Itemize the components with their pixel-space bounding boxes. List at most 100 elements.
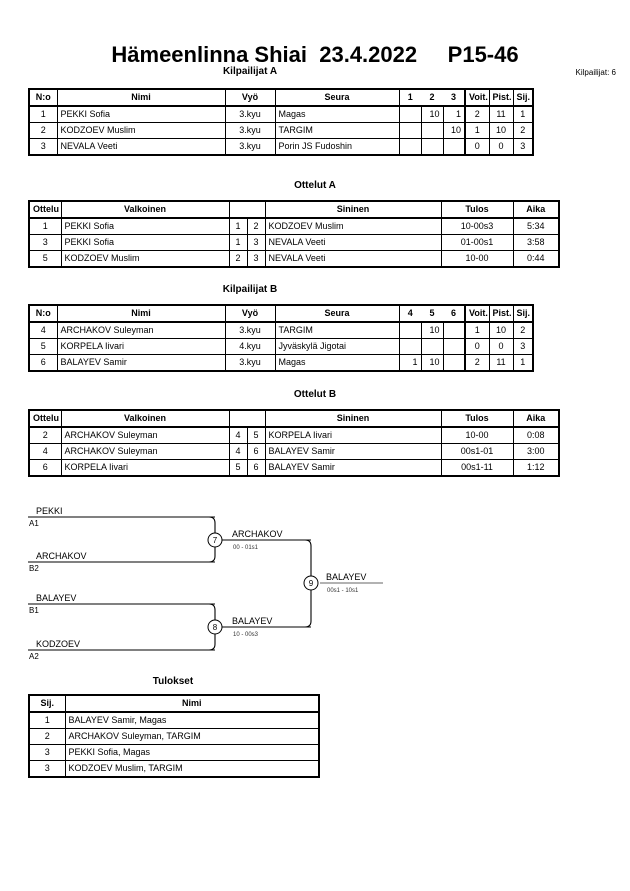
bracket-entry-name: ARCHAKOV (36, 551, 87, 561)
cell-score-5 (420, 338, 444, 355)
cell-match: 4 (28, 443, 62, 460)
cell-name: KODZOEV Muslim, TARGIM (64, 760, 320, 778)
cell-score-3: 1 (442, 105, 466, 123)
col-rank: Sij. (512, 304, 534, 323)
caption-matches-b: Ottelut B (293, 389, 337, 400)
bracket-entry-seed: A2 (29, 652, 39, 661)
caption-pool-a: Kilpailijat A (222, 66, 278, 77)
cell-belt: 3.kyu (224, 321, 276, 339)
cell-time: 0:08 (512, 426, 560, 444)
cell-time: 5:34 (512, 217, 560, 235)
caption-pool-b: Kilpailijat B (222, 284, 278, 295)
col-match-4: 4 (399, 304, 421, 323)
cell-white-no: 1 (228, 217, 248, 235)
cell-white: PEKKI Sofia (60, 217, 230, 235)
cell-no: 1 (28, 105, 58, 123)
cell-club: Magas (274, 354, 400, 372)
cell-match: 5 (28, 250, 62, 268)
cell-rank: 1 (512, 354, 534, 372)
cell-score-5: 10 (420, 321, 444, 339)
cell-white-no: 2 (228, 250, 248, 268)
cell-blue: BALAYEV Samir (264, 459, 442, 477)
table-header-row: Ottelu Valkoinen Sininen Tulos Aika (28, 200, 560, 219)
col-no: N:o (28, 88, 58, 107)
col-result: Tulos (440, 409, 514, 428)
col-white: Valkoinen (60, 200, 230, 219)
col-white-no (229, 200, 247, 219)
table-row: 3 NEVALA Veeti 3.kyu Porin JS Fudoshin 0… (28, 138, 534, 156)
cell-no: 4 (28, 321, 58, 339)
table-row: 1 BALAYEV Samir, Magas (28, 711, 320, 729)
cell-time: 3:00 (512, 443, 560, 460)
cell-score-6 (442, 338, 466, 355)
cell-blue-no: 2 (246, 217, 266, 235)
cell-no: 5 (28, 338, 58, 355)
cell-club: Magas (274, 105, 400, 123)
table-row: 2 ARCHAKOV Suleyman 4 5 KORPELA Iivari 1… (28, 426, 560, 444)
cell-score-4 (398, 338, 422, 355)
cell-white-no: 4 (228, 426, 248, 444)
cell-blue-no: 6 (246, 459, 266, 477)
col-time: Aika (512, 200, 560, 219)
bracket-entry-name: BALAYEV (36, 593, 76, 603)
table-row: 2 KODZOEV Muslim 3.kyu TARGIM 10 1 10 2 (28, 122, 534, 139)
col-no: N:o (28, 304, 58, 323)
cell-white-no: 5 (228, 459, 248, 477)
cell-blue: NEVALA Veeti (264, 250, 442, 268)
cell-white: KORPELA Iivari (60, 459, 230, 477)
cell-result: 00s1-01 (440, 443, 514, 460)
table-header-row: N:o Nimi Vyö Seura 4 5 6 Voit. Pist. Sij… (28, 304, 534, 323)
cell-club: TARGIM (274, 321, 400, 339)
table-pool-b: N:o Nimi Vyö Seura 4 5 6 Voit. Pist. Sij… (28, 304, 534, 372)
cell-match: 1 (28, 217, 62, 235)
table-row: 4 ARCHAKOV Suleyman 4 6 BALAYEV Samir 00… (28, 443, 560, 460)
cell-match: 2 (28, 426, 62, 444)
table-row: 1 PEKKI Sofia 3.kyu Magas 10 1 2 11 1 (28, 105, 534, 123)
cell-blue-no: 3 (246, 234, 266, 251)
competitors-count: Kilpailijat: 6 (575, 68, 616, 77)
col-belt: Vyö (224, 304, 276, 323)
cell-score-4 (398, 321, 422, 339)
cell-wins: 1 (464, 122, 490, 139)
cell-match: 6 (28, 459, 62, 477)
bracket-semifinal-winner: BALAYEV (232, 616, 272, 626)
bracket-semifinal-score: 10 - 00s3 (233, 632, 259, 638)
col-result: Tulos (440, 200, 514, 219)
col-match-2: 2 (421, 88, 443, 107)
col-blue: Sininen (264, 200, 442, 219)
table-row: 3 PEKKI Sofia 1 3 NEVALA Veeti 01-00s1 3… (28, 234, 560, 251)
cell-score-2: 10 (420, 105, 444, 123)
col-blue-no (247, 409, 265, 428)
caption-results: Tulokset (152, 676, 194, 687)
cell-no: 2 (28, 122, 58, 139)
table-header-row: Ottelu Valkoinen Sininen Tulos Aika (28, 409, 560, 428)
caption-matches-a: Ottelut A (294, 180, 336, 191)
cell-rank: 3 (512, 138, 534, 156)
col-blue: Sininen (264, 409, 442, 428)
col-belt: Vyö (224, 88, 276, 107)
cell-score-3: 10 (442, 122, 466, 139)
cell-wins: 0 (464, 338, 490, 355)
cell-rank: 1 (512, 105, 534, 123)
cell-blue-no: 6 (246, 443, 266, 460)
cell-score-6 (442, 321, 466, 339)
bracket-semifinal-winner: ARCHAKOV (232, 529, 283, 539)
cell-name: PEKKI Sofia (56, 105, 226, 123)
bracket-final-winner: BALAYEV (326, 572, 366, 582)
cell-name: BALAYEV Samir (56, 354, 226, 372)
cell-white: ARCHAKOV Suleyman (60, 426, 230, 444)
cell-white: ARCHAKOV Suleyman (60, 443, 230, 460)
cell-white-no: 1 (228, 234, 248, 251)
cell-name: ARCHAKOV Suleyman, TARGIM (64, 728, 320, 745)
cell-no: 3 (28, 138, 58, 156)
table-results: Sij. Nimi 1 BALAYEV Samir, Magas 2 ARCHA… (28, 694, 320, 778)
table-row: 5 KODZOEV Muslim 2 3 NEVALA Veeti 10-00 … (28, 250, 560, 268)
col-time: Aika (512, 409, 560, 428)
cell-rank: 1 (28, 711, 66, 729)
cell-name: NEVALA Veeti (56, 138, 226, 156)
cell-blue: KODZOEV Muslim (264, 217, 442, 235)
cell-white-no: 4 (228, 443, 248, 460)
col-rank: Sij. (28, 694, 66, 713)
col-blue-no (247, 200, 265, 219)
cell-white: PEKKI Sofia (60, 234, 230, 251)
